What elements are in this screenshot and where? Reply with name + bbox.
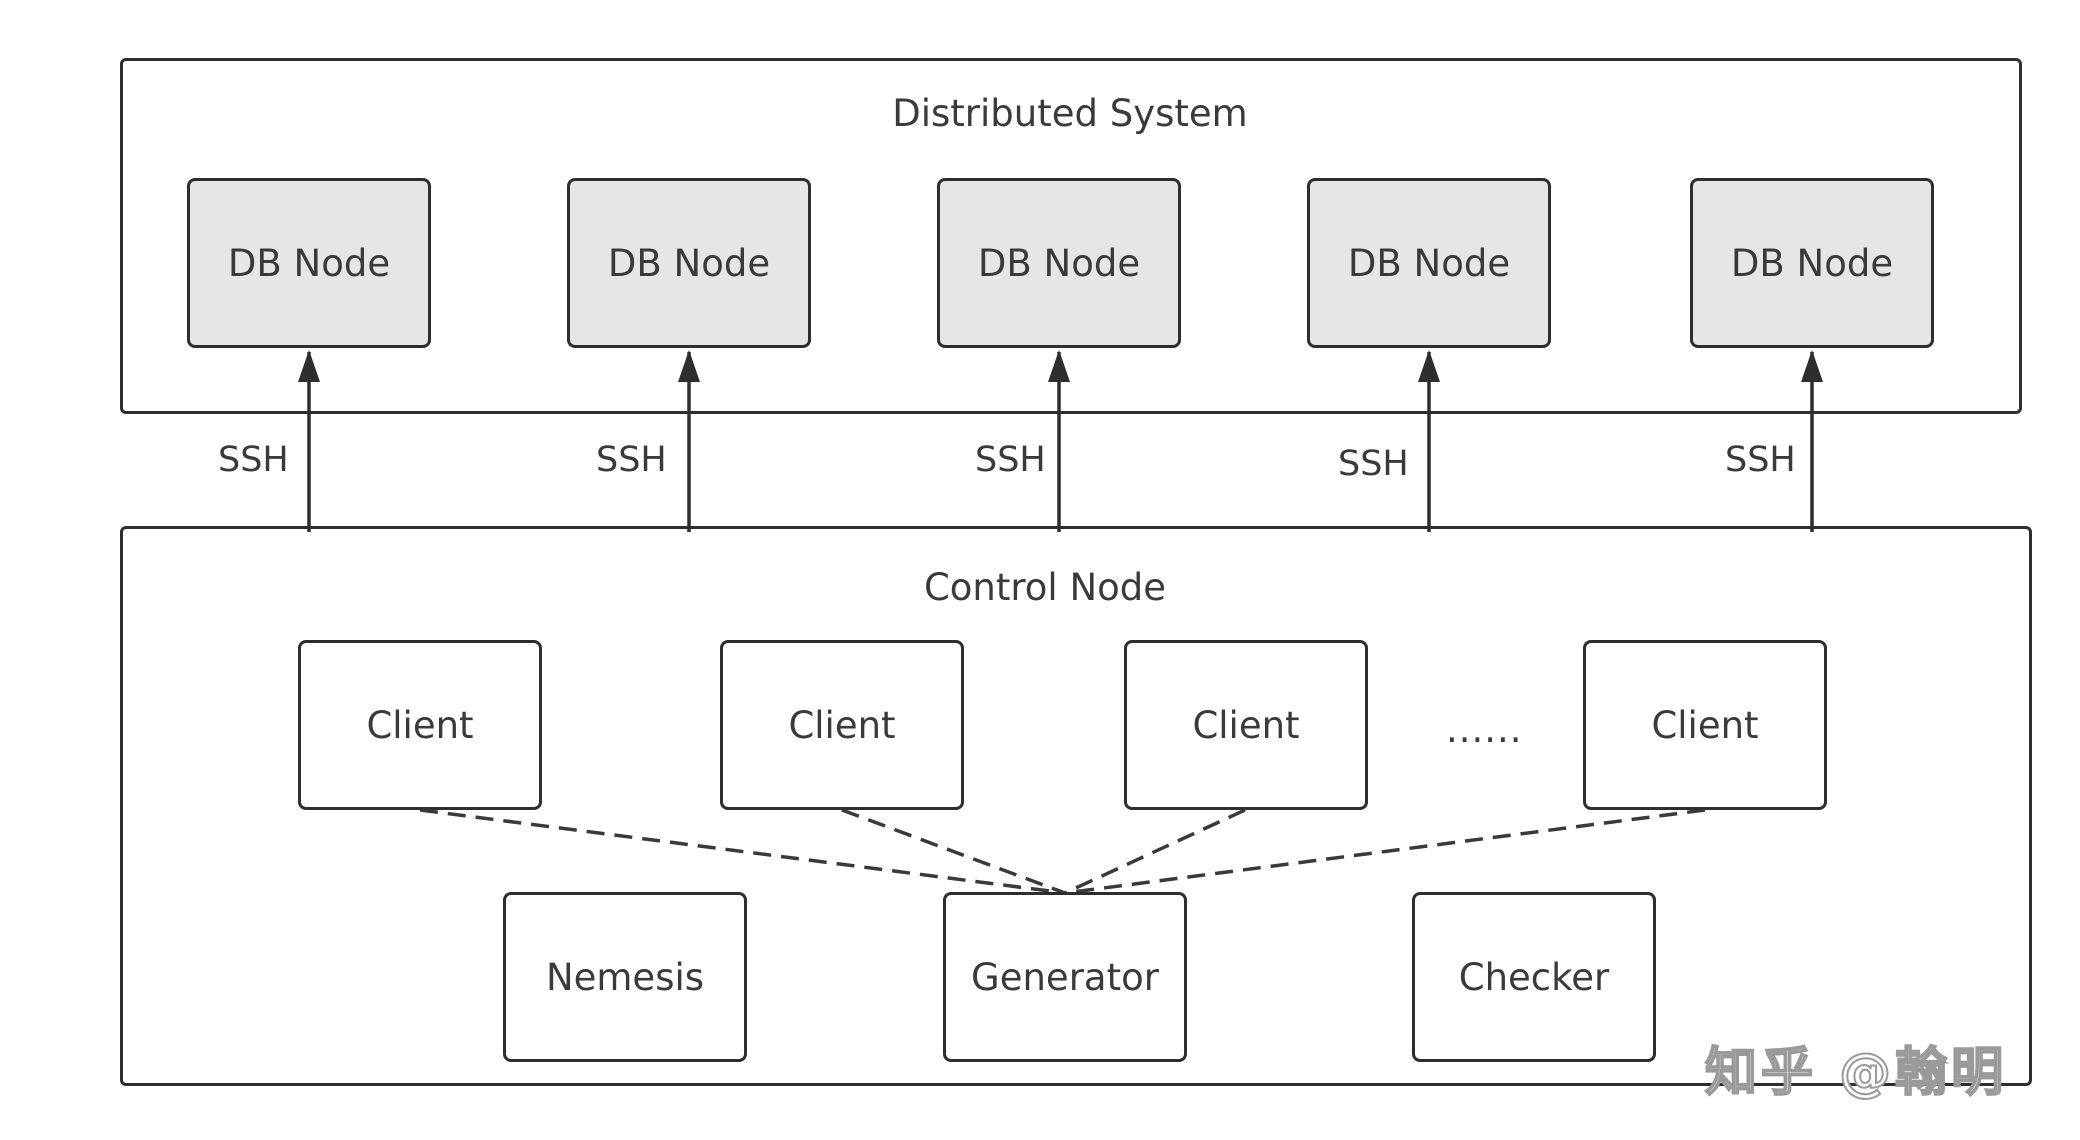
arrowhead-3 [1048,350,1070,382]
db-node-2: DB Node [567,178,811,348]
ssh-label-4: SSH [1338,444,1409,484]
db-node-5: DB Node [1690,178,1934,348]
db-node-1: DB Node [187,178,431,348]
arrowhead-1 [298,350,320,382]
client-box-1: Client [298,640,542,810]
arrowhead-2 [678,350,700,382]
ssh-label-5: SSH [1725,440,1796,480]
client-box-2: Client [720,640,964,810]
arrowhead-5 [1801,350,1823,382]
dashed-link-3 [1064,808,1246,895]
client-ellipsis: ...... [1446,708,1523,751]
db-node-4: DB Node [1307,178,1551,348]
generator-box: Generator [943,892,1187,1062]
nemesis-box: Nemesis [503,892,747,1062]
dashed-link-2 [841,808,1066,895]
distributed-system-title: Distributed System [892,92,1248,135]
db-node-3: DB Node [937,178,1181,348]
arrowhead-4 [1418,350,1440,382]
ssh-label-3: SSH [975,440,1046,480]
checker-box: Checker [1412,892,1656,1062]
control-node-title: Control Node [923,566,1167,609]
ssh-label-1: SSH [218,440,289,480]
ssh-label-2: SSH [596,440,667,480]
dashed-link-4 [1064,808,1706,895]
client-box-4: Client [1583,640,1827,810]
zhihu-watermark: 知乎 @翰明 [1704,1042,2008,1104]
dashed-link-1 [419,808,1066,895]
client-box-3: Client [1124,640,1368,810]
